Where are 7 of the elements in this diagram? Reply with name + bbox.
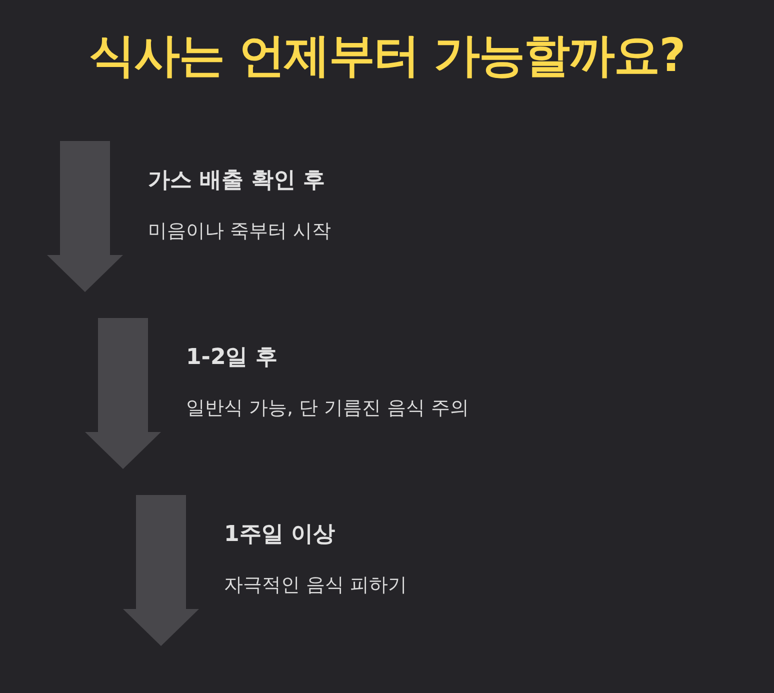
step-heading: 1-2일 후: [186, 345, 278, 372]
step-description: 일반식 가능, 단 기름진 음식 주의: [186, 397, 470, 420]
title: 식사는 언제부터 가능할까요?: [88, 28, 686, 84]
step-heading: 가스 배출 확인 후: [148, 168, 325, 194]
step-description: 미음이나 죽부터 시작: [148, 220, 332, 243]
step-heading: 1주일 이상: [224, 522, 335, 548]
step-description: 자극적인 음식 피하기: [224, 574, 408, 597]
